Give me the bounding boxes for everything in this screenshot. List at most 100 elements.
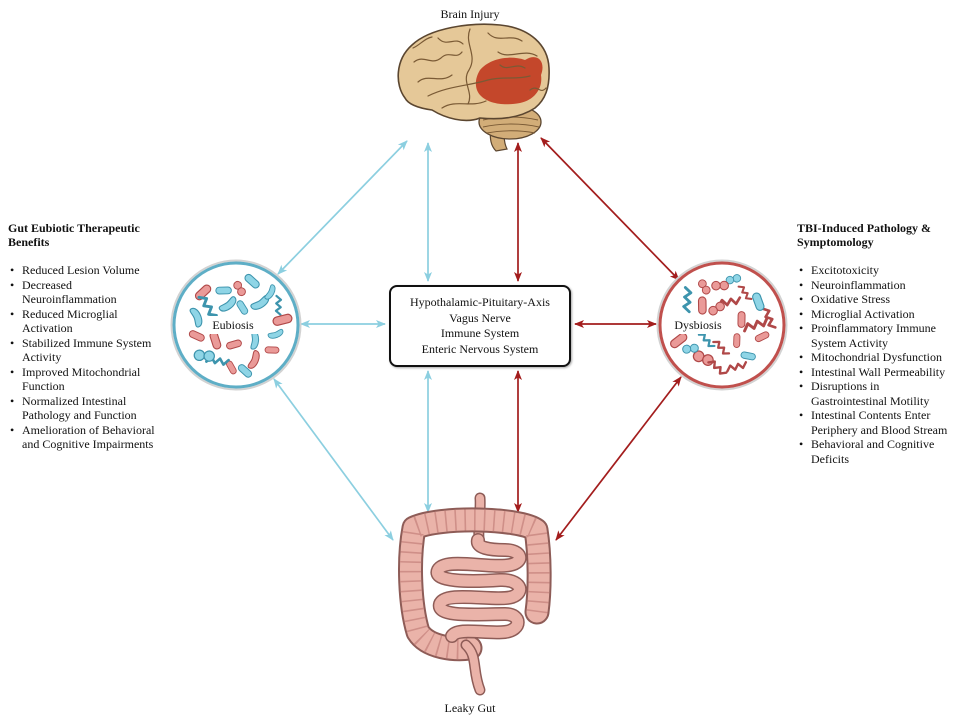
bacterium-blue <box>236 300 249 315</box>
bacterium-blue <box>193 349 215 362</box>
bacterium-body <box>737 311 746 328</box>
bacterium-blue <box>189 307 203 328</box>
bacterium-red <box>708 301 725 316</box>
left-panel-title: Gut Eubiotic Therapeutic Benefits <box>8 221 140 249</box>
bacterium-body <box>197 295 218 317</box>
bacterium-blue <box>197 295 218 317</box>
eubiosis-label: Eubiosis <box>206 316 260 334</box>
bacterium-body <box>250 331 260 350</box>
dysbiosis-circle-shadow <box>656 259 788 391</box>
list-item: Stabilized Immune System Activity <box>8 336 164 365</box>
list-item: Reduced Lesion Volume <box>8 263 164 278</box>
bacterium-red <box>711 280 729 291</box>
bacterium-blue <box>218 296 237 312</box>
bacterium-body <box>189 307 203 328</box>
bacterium-red <box>226 339 242 350</box>
bacterium-body <box>740 351 756 361</box>
bacterium-body <box>193 349 206 362</box>
bacterium-body <box>733 333 741 348</box>
arrows <box>273 137 682 541</box>
large-intestine-haustra <box>400 509 550 660</box>
center-line-vagus: Vagus Nerve <box>449 310 511 325</box>
bacterium-body <box>707 360 728 375</box>
bacterium-body <box>754 331 770 343</box>
bacterium-body <box>215 286 232 295</box>
bacterium-body <box>682 344 692 354</box>
rectum <box>462 641 484 694</box>
bacterium-body <box>203 350 215 362</box>
gyri <box>412 28 547 109</box>
bacterium-blue <box>725 274 742 285</box>
bacterium-blue <box>244 273 260 289</box>
bacterium-body <box>712 340 731 355</box>
bacterium-red <box>712 340 731 355</box>
bacterium-body <box>264 284 276 300</box>
bacterium-body <box>267 328 284 339</box>
lesion-area <box>475 57 543 105</box>
bacterium-red <box>233 280 246 297</box>
brain-icon <box>397 23 550 152</box>
bacterium-blue <box>250 294 270 310</box>
bacterium-body <box>697 333 716 348</box>
gut-brain-axis-box: Hypothalamic-Pituitary-Axis Vagus Nerve … <box>389 285 571 367</box>
bacterium-blue <box>752 292 765 311</box>
small-intestine <box>431 534 525 642</box>
bacterium-body <box>719 280 729 291</box>
bacterium-blue <box>250 331 260 350</box>
intestines-icon <box>398 492 552 696</box>
list-item: Excitotoxicity <box>797 263 953 278</box>
bacterium-blue <box>697 333 716 348</box>
bacterium-red <box>754 331 770 343</box>
arrow-brain-dysbiosis <box>540 137 680 281</box>
bacterium-red <box>264 346 280 354</box>
list-item: Neuroinflammation <box>797 278 953 293</box>
bacterium-body <box>272 313 293 326</box>
bacterium-body <box>701 285 711 295</box>
bacterium-body <box>682 286 693 314</box>
arrow-eubiosis-brain <box>277 140 408 275</box>
arrow-dysbiosis-gut <box>555 376 682 541</box>
bacterium-blue <box>682 286 693 314</box>
bacterium-red <box>707 360 728 375</box>
bacterium-body <box>717 296 742 308</box>
bacterium-body <box>236 300 249 315</box>
bacterium-body <box>708 305 718 316</box>
right-panel-title: TBI-Induced Pathology & Symptomology <box>797 221 932 249</box>
bacterium-body <box>725 275 735 285</box>
center-line-enteric: Enteric Nervous System <box>421 341 539 356</box>
bacterium-red <box>737 311 746 328</box>
bacterium-red <box>188 330 205 342</box>
bacterium-body <box>711 280 721 291</box>
bacterium-body <box>264 346 280 354</box>
center-line-immune: Immune System <box>440 326 520 340</box>
bacterium-red <box>670 332 688 349</box>
list-item: Improved Mitochondrial Function <box>8 365 164 394</box>
bacterium-red <box>698 279 711 295</box>
bacterium-blue <box>740 351 756 361</box>
bacterium-body <box>670 332 688 349</box>
right-panel-list: Excitotoxicity Neuroinflammation Oxidati… <box>797 263 953 466</box>
bacterium-body <box>244 273 260 289</box>
bacterium-blue <box>267 328 284 339</box>
list-item: Reduced Microglial Activation <box>8 307 164 336</box>
bacterium-red <box>761 307 777 329</box>
bacterium-body <box>274 294 283 316</box>
eubiosis-bacteria <box>188 273 293 378</box>
bacterium-body <box>226 339 242 350</box>
list-item: Amelioration of Behavioral and Cognitive… <box>8 423 164 452</box>
left-panel-list: Reduced Lesion Volume Decreased Neuroinf… <box>8 263 164 452</box>
list-item: Normalized Intestinal Pathology and Func… <box>8 394 164 423</box>
list-item: Microglial Activation <box>797 307 953 322</box>
leaky-gut-label: Leaky Gut <box>444 701 496 715</box>
bacterium-body <box>689 343 699 353</box>
bacterium-blue <box>264 284 276 300</box>
bacterium-body <box>743 317 769 333</box>
eubiosis-circle-shadow <box>170 259 302 391</box>
bacterium-body <box>188 330 205 342</box>
bacterium-body <box>237 364 253 378</box>
bacterium-body <box>218 296 237 312</box>
bacterium-red <box>697 296 707 315</box>
bacterium-red <box>726 361 748 373</box>
bacterium-body <box>237 287 246 297</box>
